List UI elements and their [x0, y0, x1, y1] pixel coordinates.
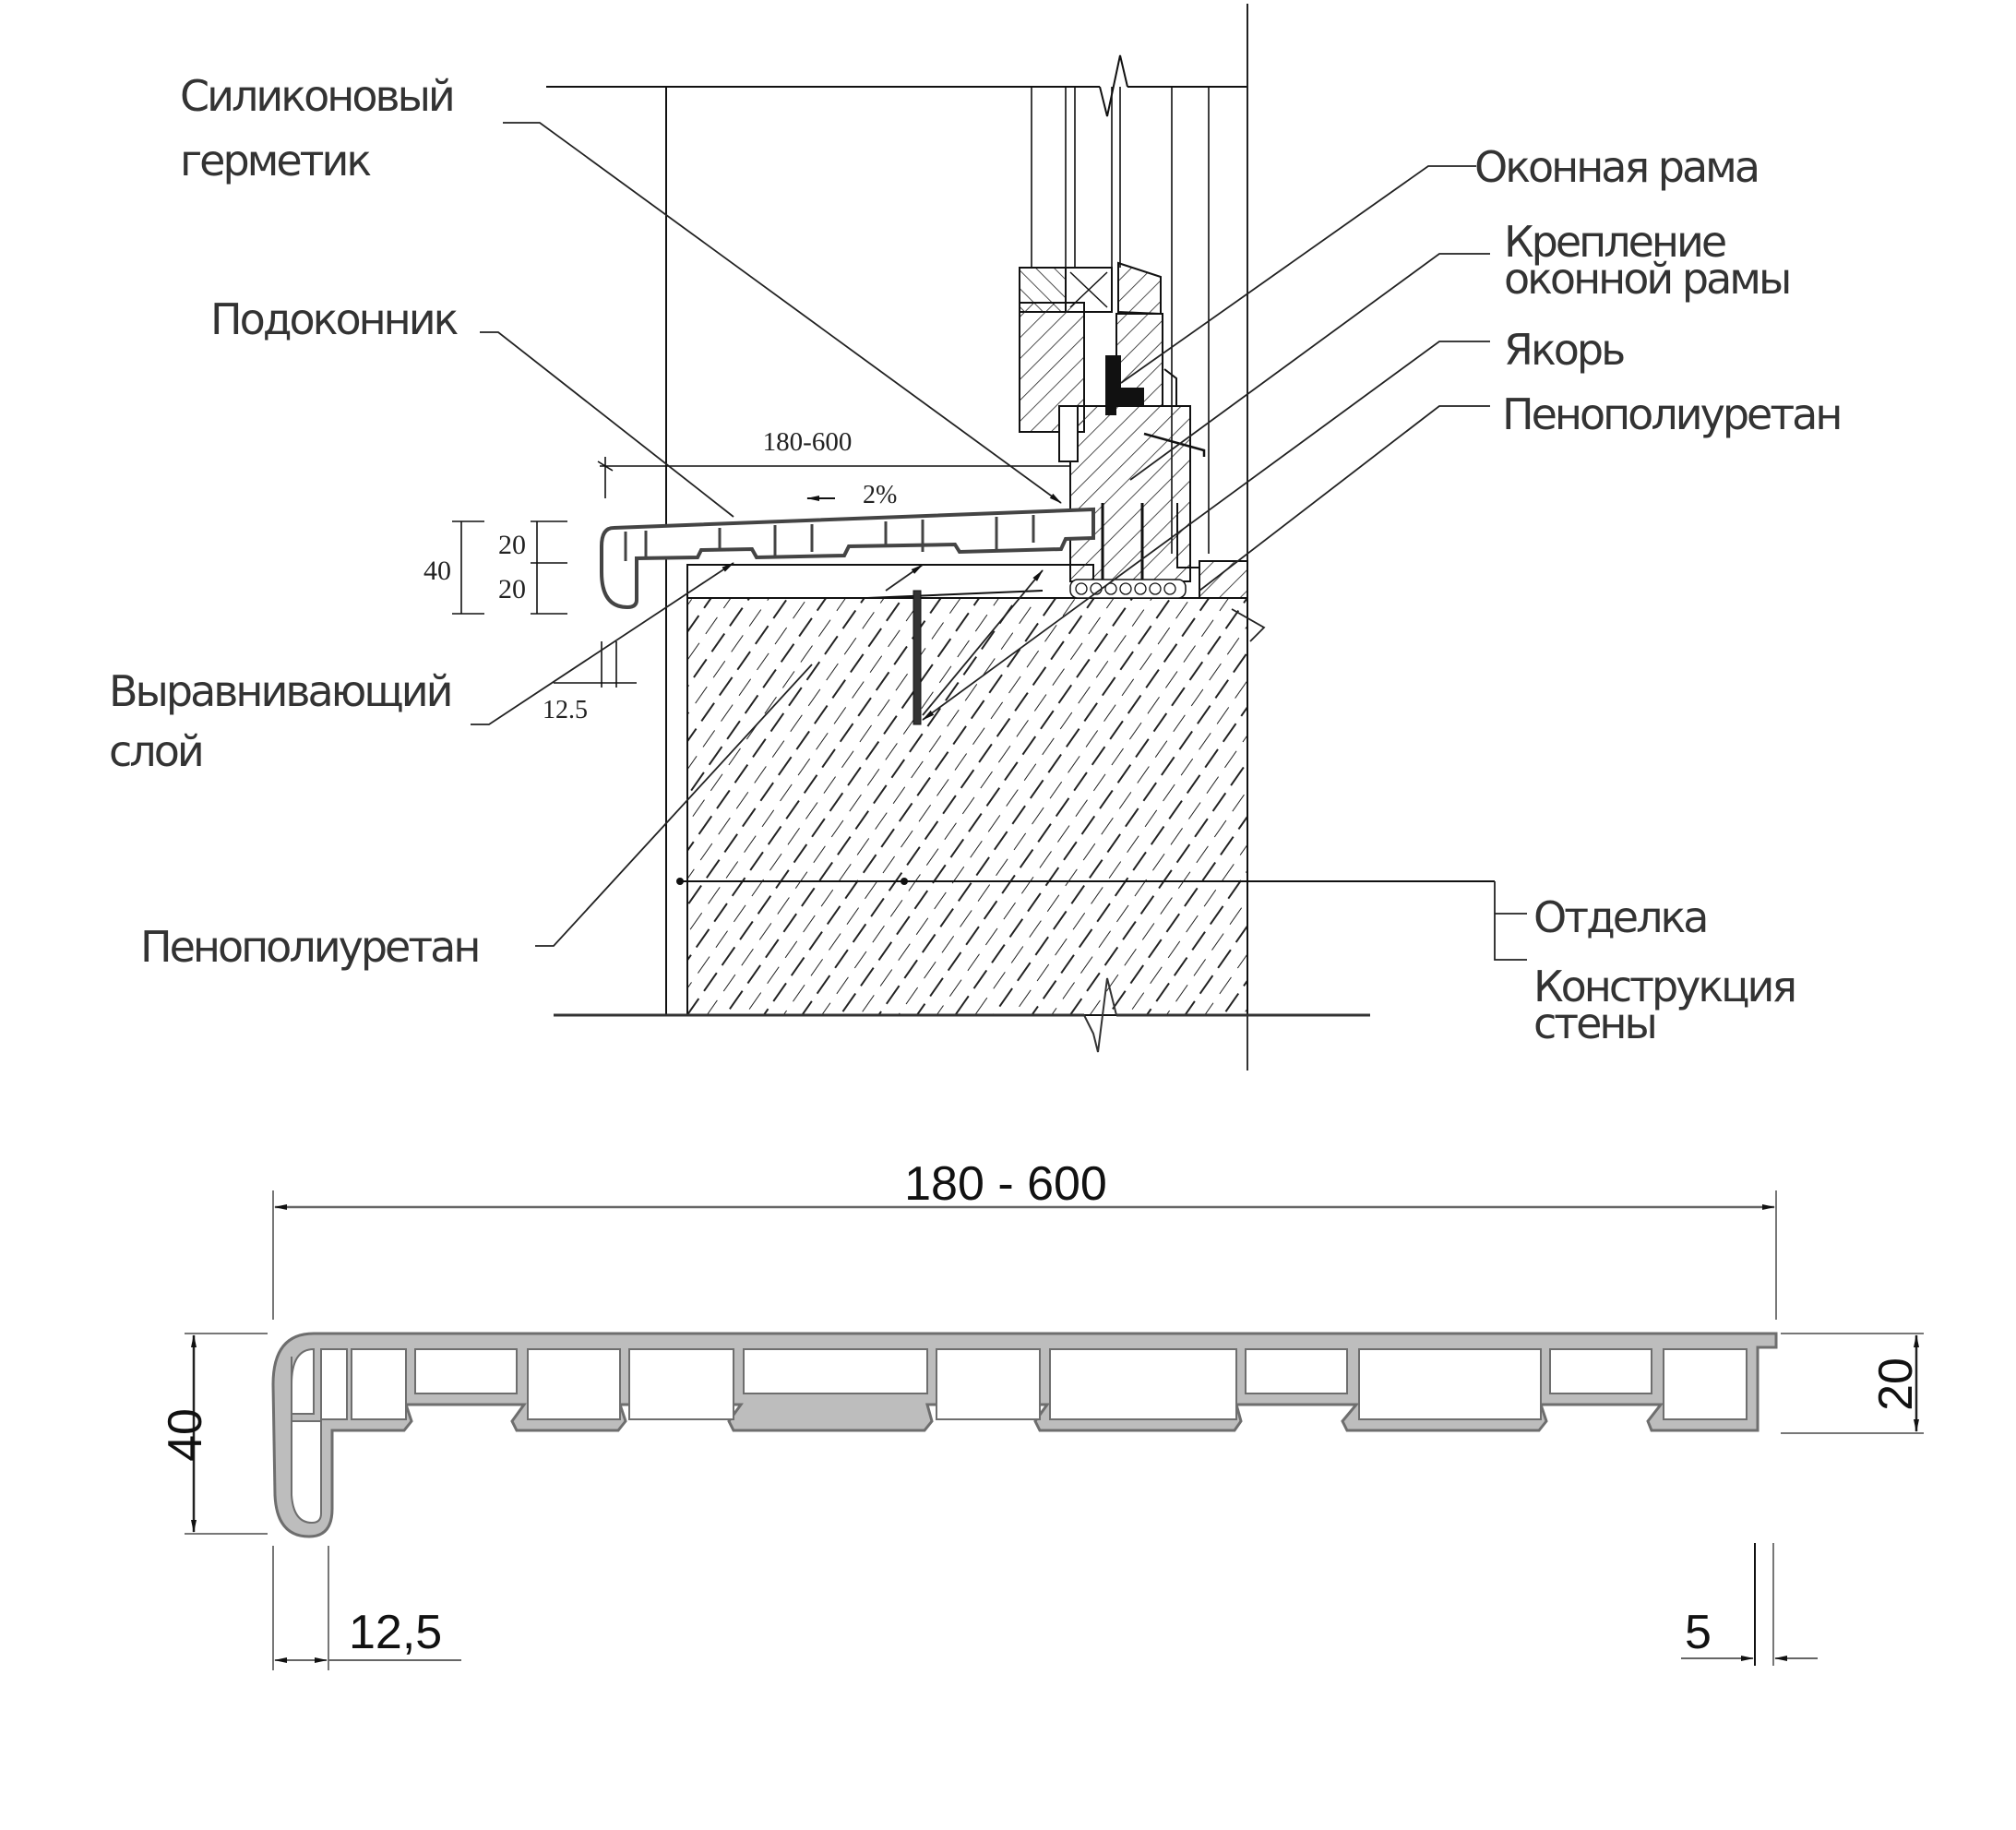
section-labels: Силиконовый герметик Подоконник Выравнив…: [109, 71, 1843, 1048]
profile-body-height-dimension: 20: [1781, 1333, 1924, 1434]
foam-beads: [1069, 579, 1187, 599]
profile-width-label: 180 - 600: [904, 1157, 1107, 1211]
label-window-frame: Оконная рама: [1474, 142, 1758, 192]
label-polyurethane-foam-left: Пенополиуретан: [140, 922, 478, 972]
lower-break-line: [554, 977, 1370, 1070]
label-leveling-layer-1: Выравнивающий: [109, 666, 451, 716]
profile-body-height-label: 20: [1869, 1358, 1923, 1411]
profile-cavity: [527, 1348, 621, 1420]
profile-cavity: [414, 1348, 518, 1394]
section-upper-height: 20: [498, 530, 526, 560]
profile-cavities: [291, 1347, 1748, 1420]
label-frame-fastening-2: оконной рамы: [1504, 254, 1789, 304]
label-wall-structure-1: Конструкция: [1533, 962, 1795, 1011]
label-finishing: Отделка: [1533, 892, 1706, 942]
profile-cavity: [1549, 1348, 1652, 1394]
profile-cavity: [1245, 1348, 1348, 1394]
anchor: [913, 590, 922, 725]
label-silicone-sealant-1: Силиконовый: [180, 71, 453, 121]
section-width-dimension: 180-600: [763, 427, 853, 457]
slope-label: 2%: [863, 481, 897, 509]
profile-height-dimension: 40: [159, 1333, 268, 1535]
label-silicone-sealant-2: герметик: [180, 136, 371, 185]
upper-break-line: [546, 54, 1247, 117]
profile-cavity: [1358, 1348, 1542, 1420]
profile-cavity: [936, 1348, 1041, 1420]
section-drawing: 180-600 2% 40 20 20 12.5: [109, 4, 1843, 1070]
profile-cavity: [1663, 1348, 1748, 1420]
profile-cavity: [351, 1348, 407, 1420]
profile-cavity: [320, 1348, 348, 1420]
label-windowsill: Подоконник: [210, 294, 459, 344]
windowsill-section: [600, 507, 1095, 610]
leader-lines: [471, 122, 1527, 961]
section-lower-height: 20: [498, 574, 526, 604]
profile-nose-cavity: [291, 1347, 315, 1415]
profile-nose-width-label: 12,5: [349, 1606, 442, 1659]
section-dimensions: 180-600 2% 40 20 20 12.5: [423, 427, 1070, 724]
profile-total-height-label: 40: [159, 1408, 212, 1462]
profile-end-offset-dimension: 5: [1681, 1543, 1818, 1666]
profile-nose-dimension: 12,5: [272, 1546, 461, 1670]
label-polyurethane-foam-right: Пенополиуретан: [1502, 389, 1840, 439]
section-nose-width: 12.5: [543, 696, 588, 724]
wall-structure: [686, 597, 1248, 1016]
profile-cavity: [1049, 1348, 1237, 1420]
profile-width-dimension: 180 - 600: [272, 1157, 1777, 1320]
profile-cavity: [628, 1348, 734, 1420]
label-anchor: Якорь: [1504, 325, 1624, 375]
profile-cavity: [743, 1348, 928, 1394]
profile-end-offset-label: 5: [1685, 1606, 1712, 1659]
profile-drawing: 180 - 600 40 20 12,5: [159, 1157, 1924, 1670]
label-wall-structure-2: стены: [1533, 999, 1655, 1048]
label-leveling-layer-2: слой: [109, 726, 202, 776]
label-frame-fastening-1: Крепление: [1504, 217, 1725, 267]
section-total-height: 40: [423, 556, 451, 586]
